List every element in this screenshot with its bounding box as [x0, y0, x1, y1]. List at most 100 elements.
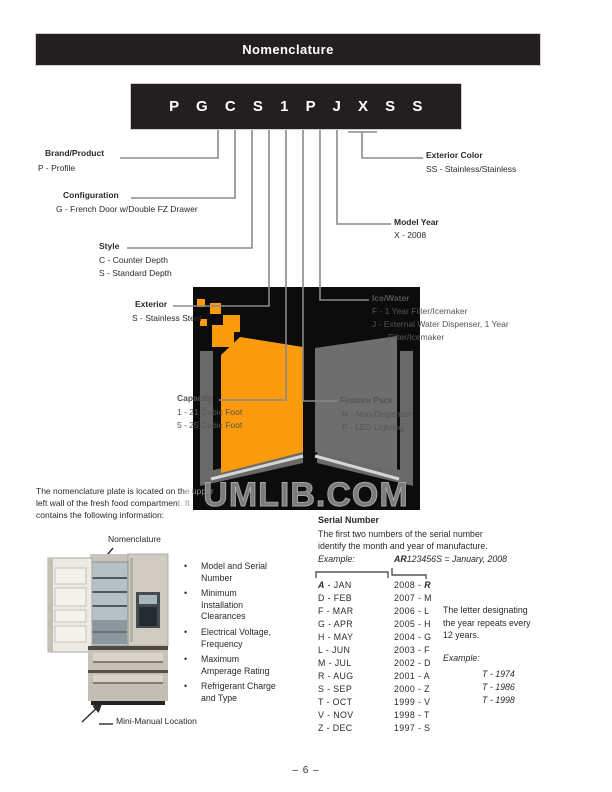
ice-water-value-1: F - 1 Year Filter/Icemaker [372, 306, 468, 316]
serial-example-rest: 123456S = January, 2008 [406, 554, 508, 564]
diagram-bottom-label: Mini-Manual Location [116, 716, 197, 726]
location-note-line3: contains the following information: [36, 510, 165, 520]
fridge-shelves [92, 577, 127, 607]
serial-example-brackets [315, 568, 427, 579]
serial-year-cell: 1997 - S [394, 723, 431, 733]
capacity-title: Capacity [177, 393, 213, 403]
style-title: Style [99, 241, 120, 251]
serial-table-row: D - FEB 2007 - M [318, 592, 432, 605]
diagram-top-label: Nomenclature [108, 534, 161, 544]
location-note-line2: left wall of the fresh food compartment.… [36, 499, 190, 508]
book-page-lining [210, 454, 400, 481]
serial-table-row: V - NOV 1998 - T [318, 709, 432, 722]
brand-product-value: P - Profile [38, 163, 76, 173]
capacity-value-1: 1 - 21 Cubic Foot [177, 407, 243, 417]
serial-month-cell: L - JUN [318, 645, 351, 655]
configuration-value: G - French Door w/Double FZ Drawer [56, 204, 198, 214]
serial-table: A - JAN 2008 - R D - FEB 2007 - M F - MAR 200… [318, 579, 432, 735]
page-header-bar: Nomenclature [35, 33, 541, 66]
serial-month-cell: M - JUL [318, 658, 352, 668]
serial-year-cell: 2000 - Z [394, 684, 430, 694]
feature-pack-value-2: P - LED Lighting [342, 422, 404, 432]
book-cover-right [400, 351, 413, 473]
serial-year-cell: 1998 - T [394, 710, 430, 720]
serial-table-row: Z - DEC 1997 - S [318, 722, 432, 735]
model-year-title: Model Year [394, 217, 439, 227]
serial-number-body-1: The first two numbers of the serial numb… [318, 529, 483, 539]
serial-year-cell: 2002 - D [394, 658, 431, 668]
fridge-lower-drawer-handle [93, 675, 163, 682]
style-value-2: S - Standard Depth [99, 268, 172, 278]
serial-year-cell: 2006 - L [394, 606, 430, 616]
fridge-door-bins [54, 567, 87, 643]
exterior-color-value: SS - Stainless/Stainless [426, 164, 517, 174]
serial-table-row: R - AUG 2001 - A [318, 670, 432, 683]
location-note-line1-dim: e upper [184, 486, 214, 496]
fridge-mid-gap [88, 646, 168, 650]
model-year-value: X - 2008 [394, 230, 427, 240]
exterior-value: S - Stainless Steel [132, 313, 202, 323]
serial-table-row: A - JAN 2008 - R [318, 579, 432, 592]
model-code-box: P G C S 1 P J X S S [130, 83, 462, 130]
fridge-upper-drawer-handle [93, 653, 163, 661]
year-repeat-note-line1: The letter designating [443, 605, 528, 615]
serial-month-cell: T - OCT [318, 697, 353, 707]
info-list: Model and Serial NumberMinimum Installat… [183, 561, 279, 709]
serial-month-cell: S - SEP [318, 684, 353, 694]
ice-water-value-3: Filter/Icemaker [388, 332, 445, 342]
serial-table-row: H - MAY 2004 - G [318, 631, 432, 644]
fridge-drawer-gap [88, 670, 168, 673]
serial-month-cell: H - MAY [318, 632, 354, 642]
ice-water-title: Ice/Water [372, 293, 410, 303]
style-value-1: C - Counter Depth [99, 255, 168, 265]
serial-example-label: Example: [318, 554, 355, 564]
brand-product-title: Brand/Product [45, 148, 105, 158]
serial-table-row: F - MAR 2006 - L [318, 605, 432, 618]
configuration-title: Configuration [63, 190, 119, 200]
capacity-value-2: 5 - 25 Cubic Foot [177, 420, 243, 430]
serial-year-cell: 1999 - V [394, 697, 431, 707]
serial-month-cell: D - FEB [318, 593, 353, 603]
serial-year-cell: 2007 - M [394, 593, 432, 603]
fridge-dispenser-recess [139, 607, 157, 626]
fridge-dispenser-screen [139, 595, 157, 604]
serial-year-cell: 2003 - F [394, 645, 430, 655]
serial-table-row: S - SEP 2000 - Z [318, 683, 432, 696]
serial-month-cell: Z - DEC [318, 723, 353, 733]
info-list-item: Model and Serial Number [183, 561, 279, 584]
refrigerator-illustration [47, 553, 169, 705]
year-repeat-example-label: Example: [443, 653, 480, 663]
book-page-left [221, 337, 303, 473]
exterior-color-title: Exterior Color [426, 150, 483, 160]
year-repeat-example: T - 1998 [482, 695, 515, 705]
fridge-open-door-edge [48, 558, 53, 652]
serial-month-cell: A - JAN [318, 580, 352, 590]
year-repeat-note: The letter designating the year repeats … [443, 604, 553, 642]
model-code: P G C S 1 P J X S S [169, 98, 429, 115]
ice-water-value-2: J - External Water Dispenser, 1 Year [372, 319, 509, 329]
serial-month-cell: V - NOV [318, 710, 354, 720]
year-repeat-example: T - 1974 [482, 669, 515, 679]
serial-year-cell: 2008 - R [394, 580, 431, 590]
page-number: – 6 – [292, 765, 320, 776]
serial-example-value: AR123456S = January, 2008 [394, 553, 507, 565]
info-list-item: Minimum Installation Clearances [183, 588, 279, 623]
serial-month-cell: F - MAR [318, 606, 354, 616]
location-note-line2-dim: t. It [177, 498, 190, 508]
location-note-line1-dark: The nomenclature plate is located on th [36, 486, 185, 496]
year-repeat-note-line3: 12 years. [443, 630, 480, 641]
info-list-item: Refrigerant Charge and Type [183, 681, 279, 704]
fridge-right-door-handle [130, 558, 133, 642]
feature-pack-title: Feature Pack [340, 395, 393, 405]
year-repeat-note-line2: the year repeats every [443, 617, 531, 628]
serial-month-cell: R - AUG [318, 671, 354, 681]
feature-pack-value-1: N - Non-Dispenser [342, 409, 413, 419]
serial-year-cell: 2004 - G [394, 632, 432, 642]
serial-month-cell: G - APR [318, 619, 354, 629]
fridge-base [91, 701, 165, 705]
serial-number-body-2: identify the month and year of manufactu… [318, 541, 488, 551]
serial-table-row: T - OCT 1999 - V [318, 696, 432, 709]
serial-year-cell: 2001 - A [394, 671, 430, 681]
